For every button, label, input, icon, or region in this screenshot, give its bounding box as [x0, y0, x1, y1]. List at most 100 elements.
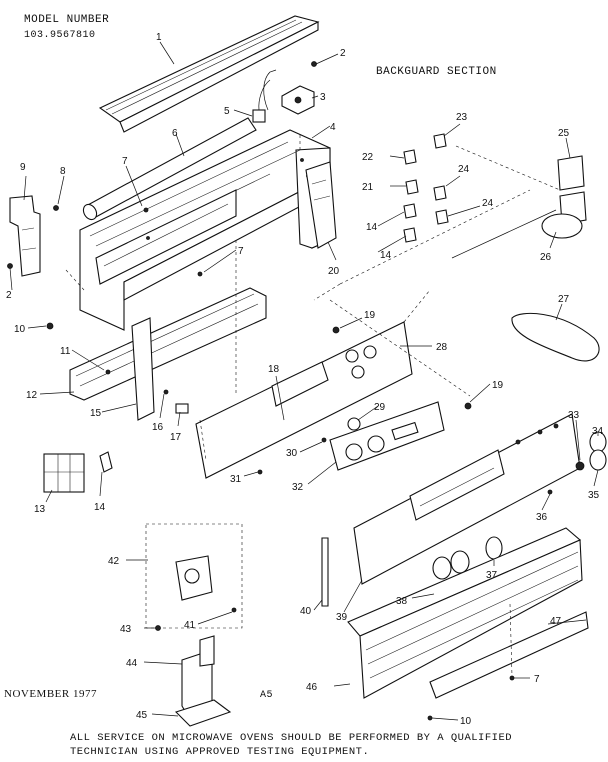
callout-1: 1 — [156, 32, 162, 43]
part-rod-40 — [321, 537, 329, 607]
callout-5: 5 — [224, 106, 230, 117]
callout-47: 47 — [550, 616, 562, 627]
callout-19b: 19 — [492, 380, 504, 391]
service-notice-line1: ALL SERVICE ON MICROWAVE OVENS SHOULD BE… — [70, 732, 513, 744]
callout-41: 41 — [184, 620, 196, 631]
part-knob-35 — [589, 449, 607, 471]
part-bottom-channel — [69, 287, 267, 401]
part-screw-10 — [46, 322, 54, 330]
document-date: NOVEMBER 1977 — [4, 688, 97, 700]
part-screw-2-left — [7, 263, 13, 269]
part-screw-7b — [197, 271, 203, 277]
model-label: MODEL NUMBER — [24, 14, 110, 26]
part-lamps-21-24 — [403, 133, 449, 243]
part-side-bracket — [305, 161, 337, 249]
callout-45: 45 — [136, 710, 148, 721]
callout-40: 40 — [300, 606, 312, 617]
callout-10b: 10 — [460, 716, 472, 727]
part-front-panel — [353, 413, 581, 585]
callout-46: 46 — [306, 682, 318, 693]
part-screw-2-top — [311, 61, 317, 67]
callout-33: 33 — [568, 410, 580, 421]
callout-18: 18 — [268, 364, 280, 375]
callout-24: 24 — [458, 164, 470, 175]
callout-6: 6 — [172, 128, 178, 139]
part-end-cap — [9, 195, 41, 277]
part-screw-31 — [257, 469, 263, 475]
callout-7: 7 — [122, 156, 128, 167]
model-number: 103.9567810 — [24, 30, 96, 41]
callout-44: 44 — [126, 658, 138, 669]
callout-29: 29 — [374, 402, 386, 413]
callout-17: 17 — [170, 432, 182, 443]
callout-2: 2 — [340, 48, 346, 59]
part-bottom-trim-46 — [347, 527, 583, 699]
callout-34: 34 — [592, 426, 604, 437]
callout-14c: 14 — [380, 250, 392, 261]
service-notice-line2: TECHNICIAN USING APPROVED TESTING EQUIPM… — [70, 746, 370, 758]
callout-3: 3 — [320, 92, 326, 103]
callout-39: 39 — [336, 612, 348, 623]
callout-9: 9 — [20, 162, 26, 173]
callout-11: 11 — [60, 346, 71, 357]
assembly-lines — [65, 132, 561, 677]
callout-10: 10 — [14, 324, 26, 335]
callout-15: 15 — [90, 408, 102, 419]
callout-12: 12 — [26, 390, 38, 401]
callout-35: 35 — [588, 490, 600, 501]
part-screw-16 — [163, 389, 169, 395]
part-screw-33 — [575, 461, 585, 471]
callout-25: 25 — [558, 128, 570, 139]
callout-42: 42 — [108, 556, 120, 567]
callout-20: 20 — [328, 266, 340, 277]
section-title: BACKGUARD SECTION — [376, 66, 497, 78]
part-screw-7a — [143, 207, 149, 213]
callout-21: 21 — [362, 182, 374, 193]
part-knob-37 — [485, 536, 503, 560]
part-thermostat-25 — [451, 155, 587, 259]
page-code: A5 — [260, 690, 274, 701]
leader-lines — [9, 41, 599, 721]
part-panel-47 — [429, 611, 589, 699]
part-gasket-27 — [511, 312, 600, 362]
callout-labels: 1 2 3 4 5 6 7 8 9 2 7 10 11 12 15 16 17 … — [6, 32, 604, 727]
part-42-outline — [145, 523, 243, 629]
callout-32: 32 — [292, 482, 304, 493]
callout-22: 22 — [362, 152, 374, 163]
part-control-panel — [195, 299, 471, 479]
part-screw-11 — [105, 369, 111, 375]
callout-43: 43 — [120, 624, 132, 635]
callout-28: 28 — [436, 342, 448, 353]
part-screw-30 — [321, 437, 327, 443]
part-screw-8 — [53, 205, 59, 211]
part-top-trim — [98, 15, 320, 133]
part-bracket-44 — [181, 635, 215, 717]
part-terminal-block — [43, 453, 85, 493]
callout-8: 8 — [60, 166, 66, 177]
callout-14b: 14 — [366, 222, 378, 233]
callout-30: 30 — [286, 448, 298, 459]
callout-27: 27 — [558, 294, 570, 305]
callout-36: 36 — [536, 512, 548, 523]
part-screw-19a — [332, 326, 340, 334]
part-screw-19b — [464, 402, 472, 410]
part-lamp-socket — [252, 79, 271, 123]
part-tube — [82, 117, 257, 221]
part-screw-43 — [155, 625, 161, 631]
callout-4: 4 — [330, 122, 336, 133]
callout-14: 14 — [94, 502, 106, 513]
callout-2b: 2 — [6, 290, 12, 301]
part-fuse-14 — [99, 451, 113, 473]
part-screw-10b — [427, 715, 433, 721]
part-backguard-housing — [79, 129, 331, 331]
callout-23: 23 — [456, 112, 468, 123]
part-bracket-switch — [263, 69, 315, 115]
callout-16: 16 — [152, 422, 164, 433]
part-timer-41 — [175, 555, 237, 613]
callout-7b: 7 — [238, 246, 244, 257]
part-clip-17 — [175, 403, 189, 414]
callout-19: 19 — [364, 310, 376, 321]
callout-38: 38 — [396, 596, 408, 607]
part-vertical-post — [131, 317, 155, 421]
